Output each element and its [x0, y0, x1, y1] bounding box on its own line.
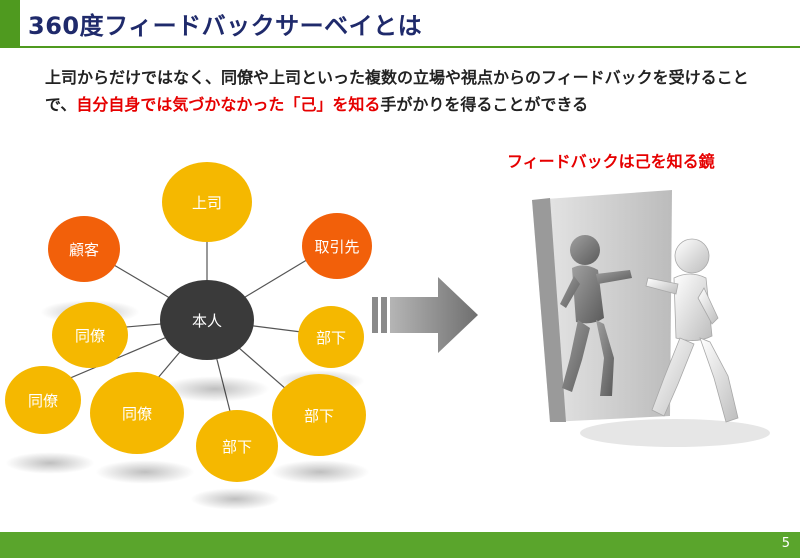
node-shadow — [95, 460, 195, 484]
node-shadow — [5, 452, 95, 474]
node-self: 本人 — [160, 280, 254, 360]
page-title: 360度フィードバックサーベイとは — [28, 12, 423, 40]
node-colleague: 同僚 — [5, 366, 81, 434]
description-part1: 上司からだけではなく、同僚や上司といった複数の立場や視点からのフィードバックを受… — [45, 68, 749, 114]
title-accent — [0, 0, 20, 46]
node-partner: 取引先 — [302, 213, 372, 279]
mirror-figures-icon — [532, 190, 770, 447]
node-colleague: 同僚 — [90, 372, 184, 454]
node-subordinate: 部下 — [272, 374, 366, 456]
node-shadow — [190, 488, 280, 510]
title-underline — [0, 46, 800, 48]
mirror-caption: フィードバックは己を知る鏡 — [507, 152, 715, 171]
node-subordinate: 部下 — [196, 410, 278, 482]
page-number: 5 — [781, 536, 790, 551]
node-shadow — [270, 460, 370, 484]
feedback-diagram: 上司 取引先 顧客 本人 同僚 部下 同僚 同僚 部下 部下 — [0, 160, 380, 520]
description-highlight: 自分自身では気づかなかった「己」を知る — [76, 95, 381, 114]
node-customer: 顧客 — [48, 216, 120, 282]
footer-bar: 5 — [0, 532, 800, 558]
right-arrow-icon — [372, 277, 478, 353]
description-text: 上司からだけではなく、同僚や上司といった複数の立場や視点からのフィードバックを受… — [45, 64, 765, 118]
node-colleague: 同僚 — [52, 302, 128, 368]
node-boss: 上司 — [162, 162, 252, 242]
title-bar: 360度フィードバックサーベイとは — [0, 0, 800, 46]
description-part2: 手がかりを得ることができる — [380, 95, 589, 114]
node-subordinate: 部下 — [298, 306, 364, 368]
